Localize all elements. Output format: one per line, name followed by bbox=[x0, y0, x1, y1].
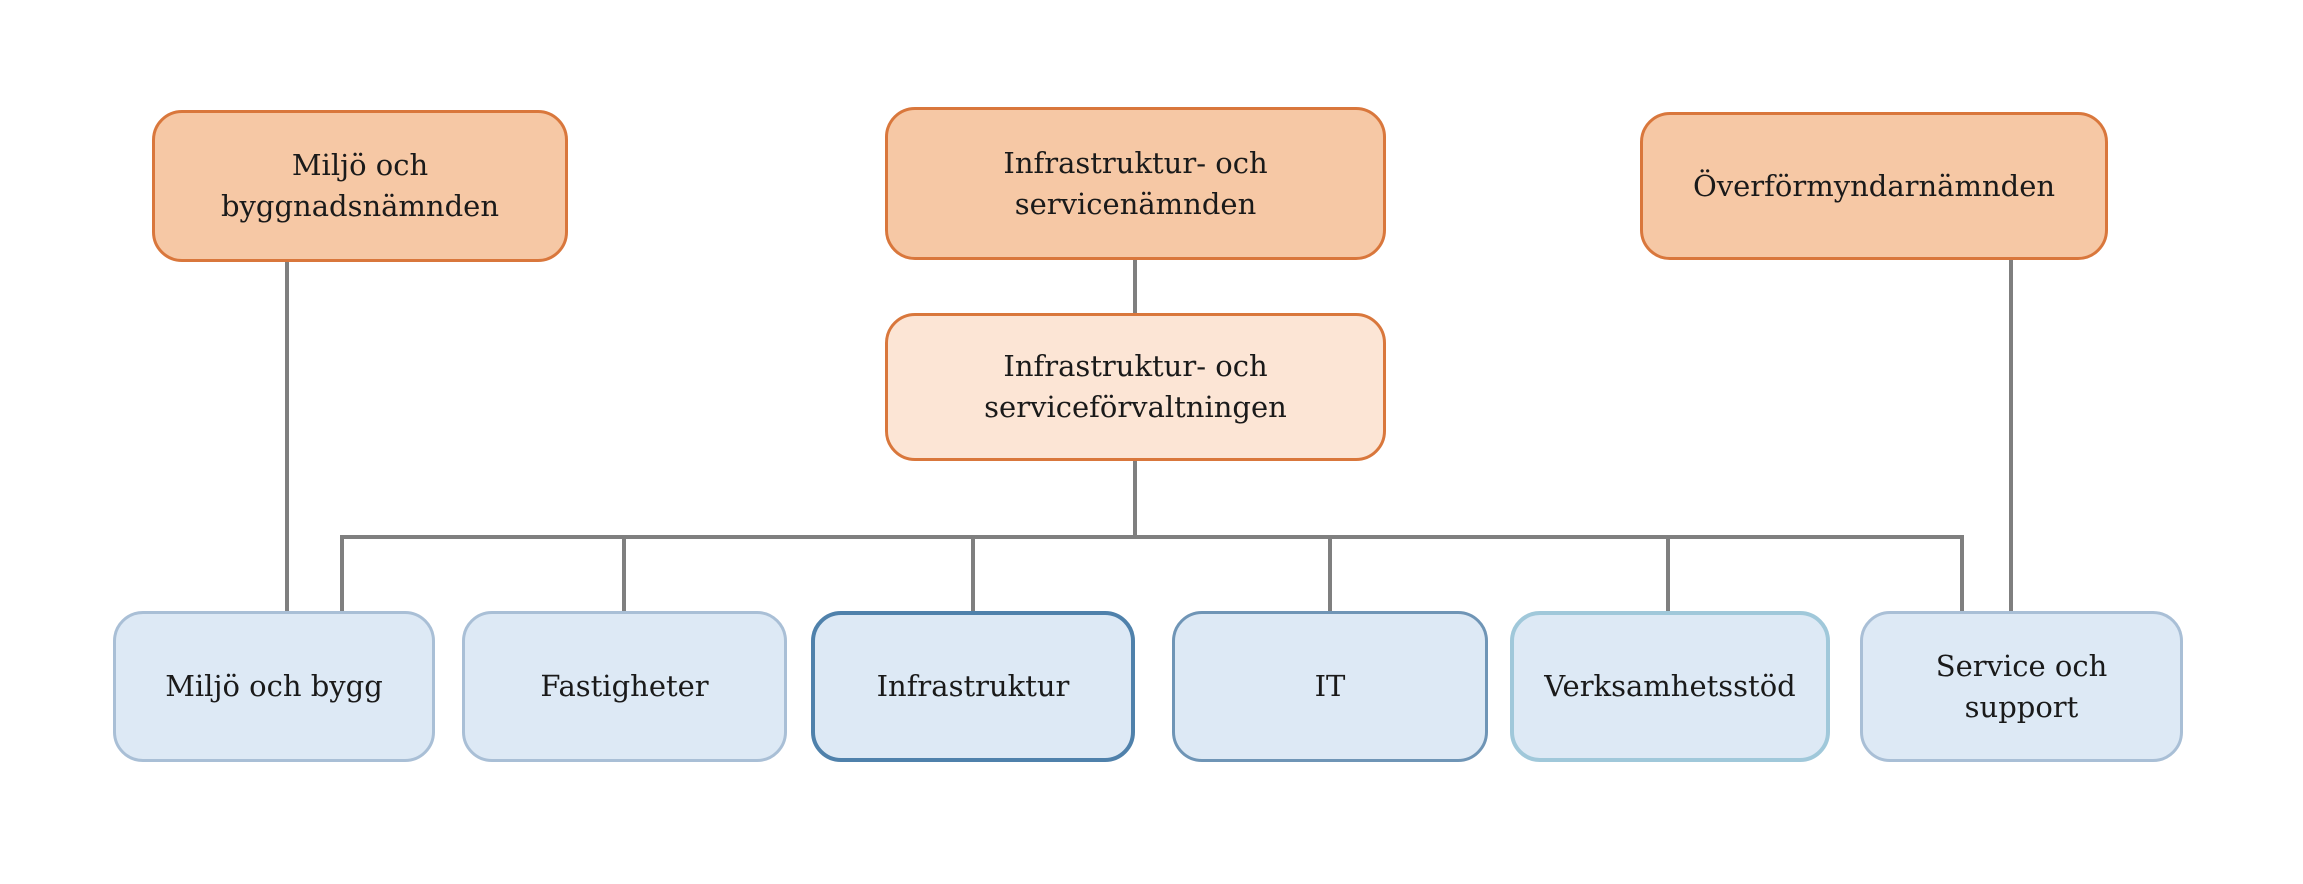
connector-miljo-byggnadsnamnden-to-miljo-och-bygg bbox=[285, 262, 289, 611]
connector-bus-drop-service-och-support bbox=[1960, 535, 1964, 611]
node-service-och-support: Service och support bbox=[1860, 611, 2183, 762]
connector-bus-drop-verksamhetsstod bbox=[1666, 535, 1670, 611]
node-miljo-och-bygg: Miljö och bygg bbox=[113, 611, 435, 762]
connector-overformyndarnamnden-to-service-och-support bbox=[2009, 260, 2013, 611]
connector-bus-drop-it bbox=[1328, 535, 1332, 611]
node-overformyndarnamnden: Överförmyndarnämnden bbox=[1640, 112, 2108, 260]
connector-serviceforvaltningen-to-bus bbox=[1133, 461, 1137, 539]
node-fastigheter: Fastigheter bbox=[462, 611, 787, 762]
node-it: IT bbox=[1172, 611, 1488, 762]
node-miljo-och-byggnadsnamnden: Miljö och byggnadsnämnden bbox=[152, 110, 568, 262]
connector-bus-drop-miljo-och-bygg bbox=[340, 535, 344, 611]
node-infrastruktur-och-servicenamnden: Infrastruktur- och servicenämnden bbox=[885, 107, 1386, 260]
node-verksamhetsstod: Verksamhetsstöd bbox=[1510, 611, 1830, 762]
node-infrastruktur-och-serviceforvaltningen: Infrastruktur- och serviceförvaltningen bbox=[885, 313, 1386, 461]
connector-bus-horizontal bbox=[340, 535, 1964, 539]
node-infrastruktur: Infrastruktur bbox=[811, 611, 1135, 762]
connector-bus-drop-fastigheter bbox=[622, 535, 626, 611]
connector-bus-drop-infrastruktur bbox=[971, 535, 975, 611]
connector-servicenamnden-to-serviceforvaltningen bbox=[1133, 260, 1137, 313]
